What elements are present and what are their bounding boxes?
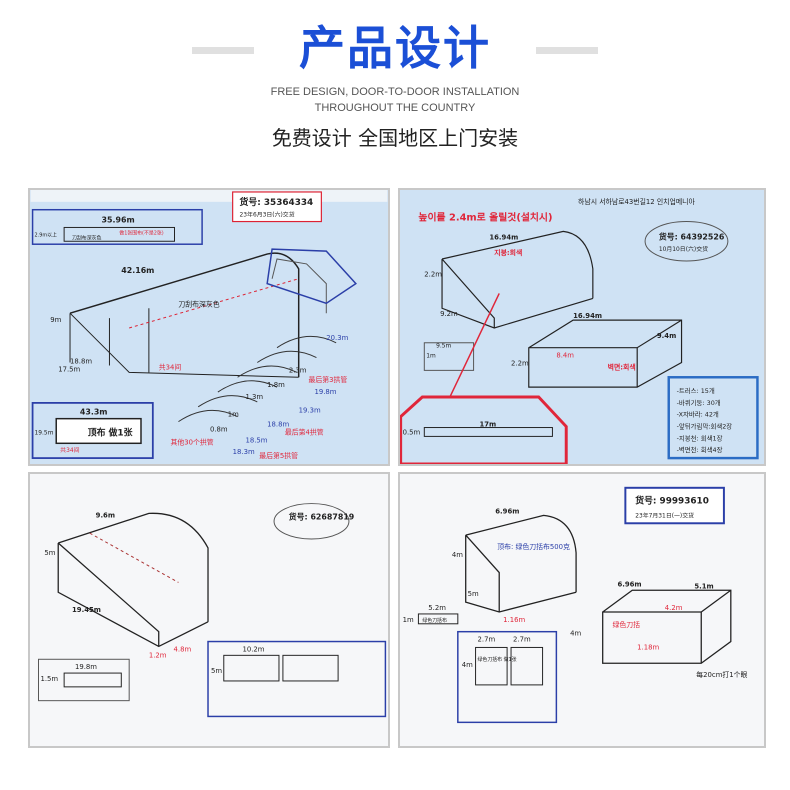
sketch-label: 1.2m — [149, 651, 167, 659]
sketch-label: 10.2m — [243, 645, 265, 653]
sketch-label: -X자바라: 42개 — [677, 410, 719, 419]
sketch-label: 顶布: 绿色刀括布500克 — [497, 542, 570, 551]
sketch-label: 8.4m — [556, 352, 574, 360]
sketch-label: 货号: 62687819 — [288, 511, 354, 521]
sketch-label: 23年6月3日(六)交货 — [240, 211, 295, 219]
sketch-label: 绿色刀括 — [613, 620, 641, 629]
sketch-label: 货号: 64392526 — [658, 231, 725, 241]
sketch-label: 4.2m — [665, 604, 683, 612]
page-title: 产品设计 — [299, 21, 491, 75]
subtitle-cn: 免费设计 全国地区上门安装 — [271, 126, 519, 150]
sketch-label: 4.8m — [174, 645, 192, 653]
sketch-label: 1m — [228, 411, 239, 419]
sketch-label: 9.4m — [657, 332, 676, 340]
sketch-label: 1m — [426, 354, 436, 360]
sketch-label: 18.5m — [245, 436, 267, 444]
sketch-label: 19.5m — [35, 430, 54, 436]
design-sketch-2: 하남시 서하남로43번길12 인치업메니아 높이를 2.4m로 올릴것(설치시)… — [398, 188, 766, 466]
sketch-label: 16.94m — [489, 233, 518, 241]
sketch-label: 19.3m — [299, 407, 321, 415]
sketch-label: 刀刮布深灰色 — [178, 299, 219, 308]
sketch-label: 2.3m — [289, 366, 307, 374]
sketch-label: 16.94m — [573, 312, 602, 320]
sketch-label: 벽면:회색 — [608, 362, 636, 371]
sketch-label: 43.3m — [80, 408, 108, 417]
sketch-label: 顶布 做1张 — [88, 426, 133, 438]
sketch-label: 35.96m — [102, 216, 135, 225]
sketch-label: 2.2m — [511, 359, 529, 367]
sketch-label: 4m — [570, 630, 581, 638]
divider-right — [536, 47, 598, 54]
sketch-label: 9.2m — [440, 310, 458, 318]
sketch-label: 5.2m — [428, 604, 446, 612]
design-sketch-3: 货号: 62687819 9.6m 5m 19.45m 1.2m 4.8m 19… — [28, 472, 390, 748]
sketch-label: 17m — [479, 421, 496, 429]
sketch-label: 20.3m — [326, 334, 348, 342]
sketch-label: 最后第3拱管 — [309, 375, 348, 384]
sketch-label: 货号: 99993610 — [634, 495, 709, 507]
sketch-label: -벽면천: 회색4장 — [677, 445, 723, 454]
sketch-label: -바퀴기둥: 30개 — [677, 398, 721, 407]
sketch-label: 4m — [462, 661, 473, 669]
sketch-label: 做1张围布(不是2张) — [119, 229, 164, 236]
sketch-label: 높이를 2.4m로 올릴것(설치시) — [418, 211, 552, 224]
sketch-label: 最后第4拱管 — [285, 427, 324, 436]
sketch-label: 6.96m — [617, 580, 641, 588]
sketch-label: 1.8m — [267, 381, 285, 389]
sketch-label: 42.16m — [121, 266, 154, 275]
sketch-label: 9.5m — [436, 344, 451, 350]
sketch-label: 지붕:회색 — [494, 248, 522, 257]
sketch-label: 5m — [211, 667, 222, 675]
subtitle-en-1: FREE DESIGN, DOOR-TO-DOOR INSTALLATION — [270, 86, 520, 98]
sketch-label: 18.3m — [233, 448, 255, 456]
sketch-label: 刀刮布深灰色 — [72, 234, 102, 241]
sketch-label: 10月10日(六)交货 — [659, 245, 708, 253]
sketch-label: 货号: 35364334 — [239, 196, 314, 208]
sketch-label: 5.1m — [694, 582, 713, 590]
sketch-label: 23年7月31日(一)交货 — [635, 511, 694, 519]
sketch-label: 2.2m — [424, 271, 442, 279]
spec-list: -트러스: 15개 -바퀴기둥: 30개 -X자바라: 42개 -앞뒤가림막:회… — [677, 386, 733, 454]
sketch-label: 0.8m — [210, 425, 228, 433]
sketch-label: 9m — [50, 316, 61, 324]
sketch-label: 1.5m — [40, 675, 58, 683]
sketch-label: 17.5m — [58, 365, 80, 373]
sketch-label: 共34间 — [60, 446, 79, 454]
sketch-label: 2.7m — [478, 636, 496, 644]
divider-left — [192, 47, 254, 54]
sketch-label: 绿色刀括布 做1张 — [478, 656, 517, 663]
sketch-label: 하남시 서하남로43번길12 인치업메니아 — [578, 197, 695, 206]
sketch-label: 1.16m — [503, 616, 525, 624]
sketch-label: 9.6m — [96, 511, 115, 519]
sketch-label: 19.8m — [314, 388, 336, 396]
design-sketch-4: 货号: 99993610 23年7月31日(一)交货 6.96m 顶布: 绿色刀… — [398, 472, 766, 748]
sketch-label: 19.45m — [72, 606, 101, 614]
sketch-label: 5m — [468, 590, 479, 598]
sketch-label: -지붕천: 회색1장 — [677, 433, 723, 442]
sketch-label: 1m — [403, 616, 414, 624]
sketch-label: 1.3m — [245, 393, 263, 401]
sketch-label: 19.8m — [75, 663, 97, 671]
sketch-label: 2.7m — [513, 636, 531, 644]
subtitle-en-2: THROUGHOUT THE COUNTRY — [314, 102, 476, 114]
sketch-label: 0.5m — [403, 428, 421, 436]
sketch-label: 18.8m — [70, 357, 92, 365]
sketch-label: 5m — [44, 549, 55, 557]
sketch-label: 2.9m以上 — [35, 231, 57, 238]
design-sketch-1: 35.96m 2.9m以上 刀刮布深灰色 做1张围布(不是2张) 货号: 353… — [28, 188, 390, 466]
sketch-label: 4m — [452, 551, 463, 559]
sketch-label: 最后第5拱管 — [259, 451, 298, 460]
sketch-label: 6.96m — [495, 507, 519, 515]
sketch-label: 18.8m — [267, 421, 289, 429]
sketch-label: -앞뒤가림막:회색2장 — [677, 422, 733, 431]
sketch-label: 共34间 — [159, 362, 182, 371]
sketch-label: 每20cm打1个眼 — [696, 670, 747, 679]
sketch-label: 其他30个拱管 — [171, 437, 214, 446]
sketch-label: -트러스: 15개 — [677, 386, 715, 395]
sketch-label: 绿色刀括布 — [422, 617, 447, 624]
sketch-label: 1.18m — [637, 643, 659, 651]
